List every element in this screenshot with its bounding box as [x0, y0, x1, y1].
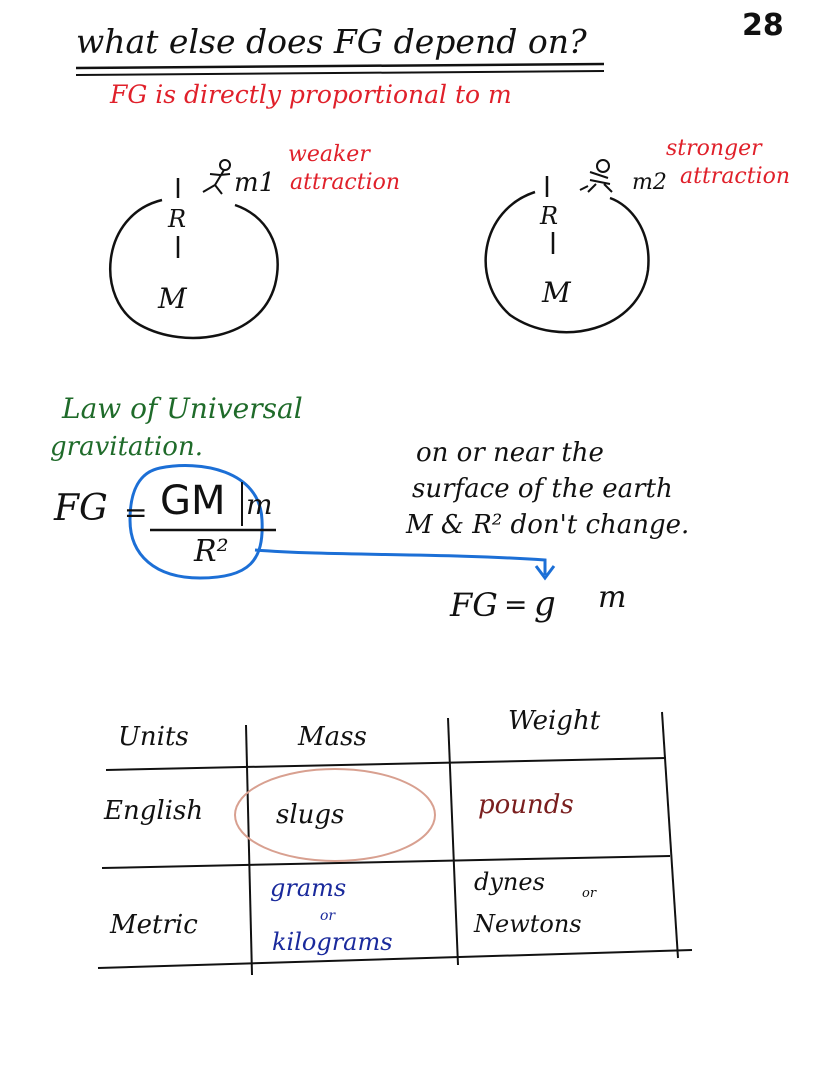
simplified-g: g	[534, 584, 556, 624]
table-vline-1	[245, 724, 253, 976]
equation-numerator-m: m	[246, 488, 273, 521]
stick-figure-icon-1	[202, 159, 231, 195]
equation-numerator: GM	[160, 478, 226, 524]
effect-label-2b: attraction	[680, 164, 791, 189]
stick-figure-icon-2	[579, 159, 613, 193]
page-title: what else does FG depend on?	[76, 22, 587, 61]
table-hline-2	[101, 855, 671, 869]
table-header-weight: Weight	[508, 706, 601, 736]
effect-label-1b: attraction	[290, 170, 401, 195]
table-row-english-system: English	[104, 796, 204, 826]
slugs-ellipse	[234, 768, 436, 862]
table-vline-2	[447, 717, 459, 966]
note-line3: M & R² don't change.	[406, 510, 690, 540]
effect-label-2a: stronger	[666, 136, 762, 161]
subtitle: FG is directly proportional to m	[110, 80, 512, 109]
table-row-metric-mass-or: or	[320, 908, 336, 924]
arrow-head-icon	[534, 565, 556, 581]
table-hline-1	[105, 757, 667, 771]
table-hline-3	[97, 949, 693, 969]
title-underline-1	[75, 62, 605, 70]
note-line1: on or near the	[416, 438, 604, 468]
object-label-2: m2	[632, 170, 667, 195]
simplified-m: m	[598, 580, 627, 615]
radius-label-1: R	[168, 205, 187, 233]
table-row-metric-mass-2: kilograms	[272, 928, 393, 956]
simplified-equals: =	[504, 588, 528, 621]
effect-label-1a: weaker	[288, 142, 370, 167]
simplified-lhs: FG	[450, 586, 498, 624]
page-number: 28	[742, 8, 784, 43]
table-row-metric-system: Metric	[110, 910, 198, 940]
planet-label-2: M	[542, 276, 571, 309]
planet-outline-1	[109, 198, 279, 340]
table-row-metric-weight-or: or	[582, 886, 597, 901]
equation-lhs: FG	[54, 488, 108, 529]
planet-label-1: M	[158, 282, 187, 315]
table-vline-3	[661, 711, 679, 959]
highlight-loop	[128, 464, 264, 580]
table-row-metric-weight-1: dynes	[474, 868, 545, 896]
table-row-metric-mass-1: grams	[270, 874, 347, 902]
table-row-metric-weight-2: Newtons	[474, 910, 582, 938]
law-heading-line1: Law of Universal	[62, 392, 303, 425]
table-header-mass: Mass	[298, 722, 367, 752]
note-line2: surface of the earth	[412, 474, 673, 504]
title-underline-2	[75, 70, 605, 76]
planet-outline-2	[484, 190, 650, 334]
table-row-english-weight: pounds	[478, 790, 574, 820]
table-row-english-mass: slugs	[276, 800, 345, 830]
equation-equals: =	[124, 496, 148, 529]
object-label-1: m1	[234, 168, 276, 198]
table-header-units: Units	[118, 722, 189, 752]
equation-denominator: R²	[194, 534, 229, 569]
arrow-line	[254, 548, 547, 575]
law-heading-line2: gravitation.	[50, 432, 203, 462]
radius-label-2: R	[540, 202, 559, 230]
